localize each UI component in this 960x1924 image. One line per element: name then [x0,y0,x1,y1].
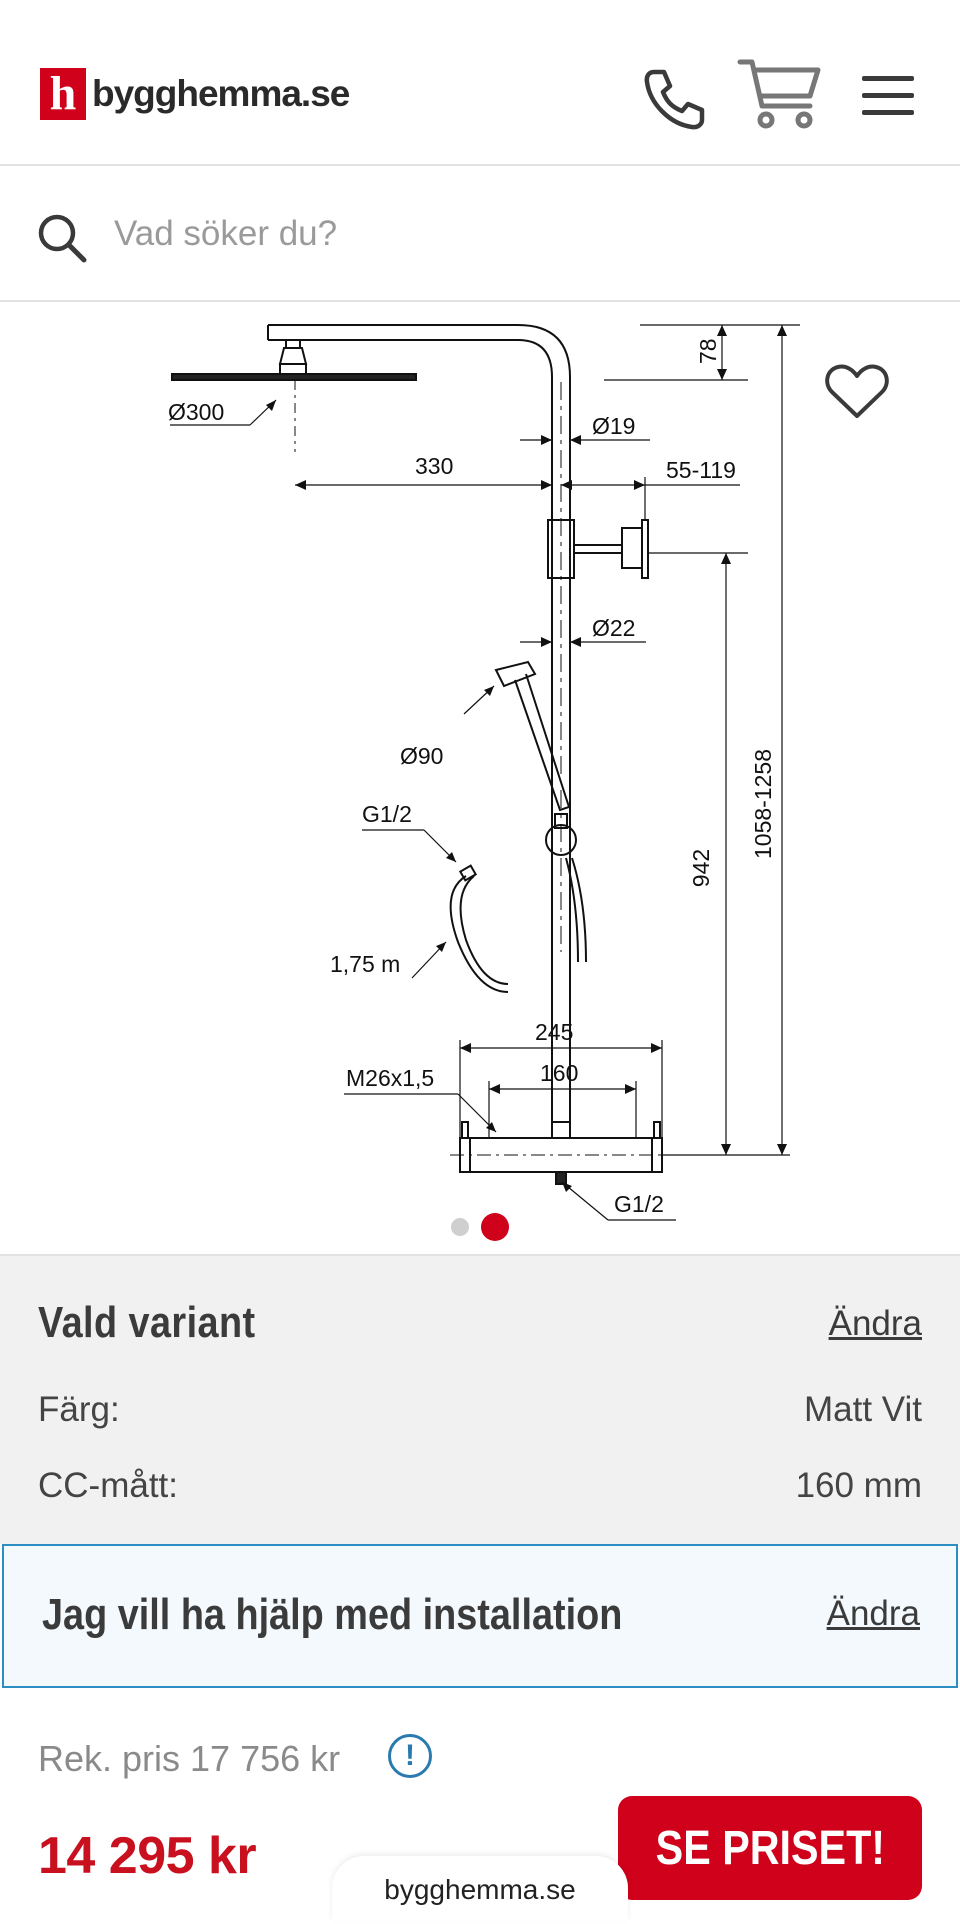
selected-variant-panel: Vald variant Ändra Färg: Matt Vit CC-måt… [0,1254,960,1544]
dim-head-drop: 78 [695,338,721,364]
search-input[interactable] [114,206,894,262]
installation-title: Jag vill ha hjälp med installation [42,1590,623,1639]
gallery-dot-1[interactable] [451,1218,469,1236]
dim-pipe-top: Ø19 [592,413,635,439]
dim-mixer-height: 942 [688,849,714,887]
dim-mixer-width: 245 [535,1019,573,1045]
see-price-button[interactable]: SE PRISET! [618,1796,922,1900]
spec-label-cc: CC-mått: [38,1466,178,1505]
dim-hose-thread: G1/2 [362,801,412,827]
favorite-heart-icon[interactable] [824,362,890,422]
see-price-label: SE PRISET! [655,1821,885,1875]
gallery-dot-2-active[interactable] [481,1213,509,1241]
recommended-price: Rek. pris 17 756 kr [38,1738,341,1779]
site-header: h bygghemma.se [0,0,960,166]
search-bar [0,166,960,302]
cart-icon[interactable] [737,56,824,132]
dim-pipe-main: Ø22 [592,615,635,641]
dim-head-diameter: Ø300 [168,399,224,425]
site-logo[interactable]: h bygghemma.se [40,68,350,120]
spec-value-color: Matt Vit [803,1390,922,1429]
logo-text: bygghemma.se [92,73,350,114]
search-icon[interactable] [36,212,88,264]
dim-mixer-cc: 160 [540,1060,578,1086]
installation-help-panel[interactable]: Jag vill ha hjälp med installation Ändra [2,1544,958,1688]
dim-offset: 55-119 [666,457,736,483]
dim-total-height: 1058-1258 [750,749,776,859]
logo-mark: h [40,68,86,120]
dim-mixer-thread: M26x1,5 [346,1065,434,1091]
variant-title: Vald variant [38,1298,256,1347]
browser-url-pill[interactable]: bygghemma.se [332,1856,628,1921]
dim-arm-length: 330 [415,453,453,479]
variant-change-link[interactable]: Ändra [828,1304,922,1343]
info-icon[interactable]: ! [388,1734,432,1778]
dim-hand-diameter: Ø90 [400,743,443,769]
menu-icon[interactable] [862,74,914,118]
dim-outlet-thread: G1/2 [614,1191,664,1217]
gallery-pagination [0,1212,960,1242]
product-image-gallery[interactable]: Ø300 78 Ø19 330 55-119 Ø22 Ø90 G1/2 1,75… [0,302,960,1254]
spec-value-cc: 160 mm [795,1466,922,1505]
spec-label-color: Färg: [38,1390,120,1429]
technical-drawing: Ø300 78 Ø19 330 55-119 Ø22 Ø90 G1/2 1,75… [168,324,800,1221]
phone-icon[interactable] [640,66,706,132]
current-price: 14 295 kr [38,1827,257,1885]
dim-hose-length: 1,75 m [330,951,400,977]
installation-change-link[interactable]: Ändra [826,1594,920,1633]
